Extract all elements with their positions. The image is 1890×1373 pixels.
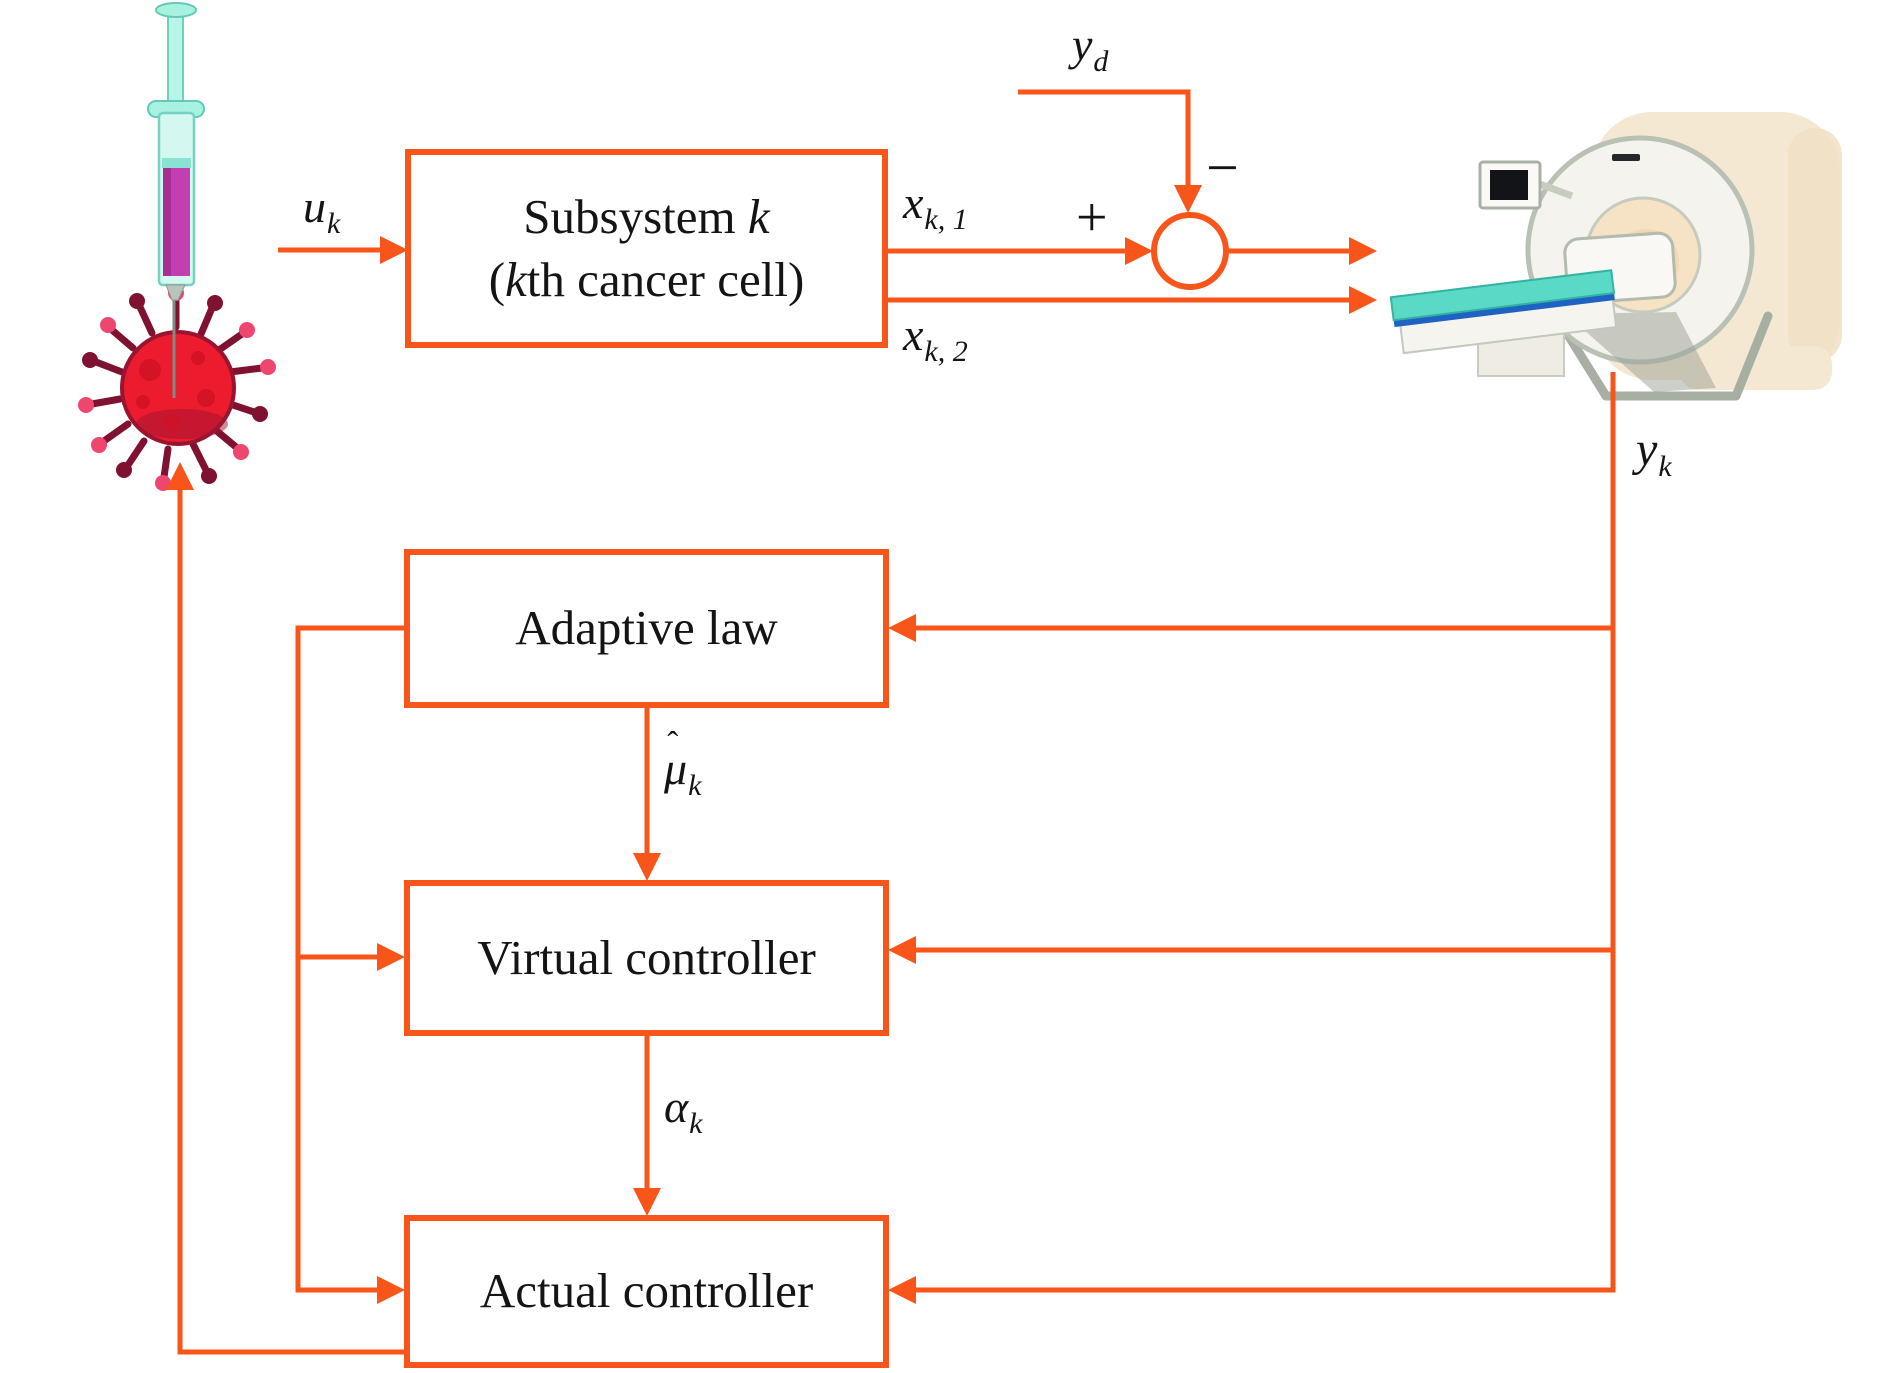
arrowheads	[166, 185, 1377, 1304]
syringe-plunger-cap	[155, 2, 197, 18]
syringe-plunger-rod	[167, 8, 184, 110]
bed-edge-stripe	[1393, 292, 1615, 328]
actual-controller-label: Actual controller	[479, 1263, 814, 1319]
monitor-arm	[1538, 180, 1574, 200]
wire-yd	[1018, 89, 1191, 189]
virus-body-shade	[136, 409, 228, 439]
scanner-body-shade	[1788, 128, 1842, 362]
monitor-screen	[1490, 170, 1528, 200]
virtual-controller-block: Virtual controller	[404, 880, 889, 1036]
wire-actuation-loop	[177, 486, 407, 1355]
cancer-cell-icon	[78, 285, 276, 491]
arrow-rail-into-actual	[377, 1276, 405, 1304]
signal-label-yd: yd	[1072, 19, 1109, 78]
mri-scanner-icon	[1389, 112, 1842, 401]
virtual-controller-label: Virtual controller	[477, 929, 816, 985]
signal-label-alpha-k: αk	[664, 1081, 703, 1140]
signal-label-xk2: xk, 2	[903, 309, 968, 368]
syringe-seal	[162, 158, 191, 168]
signal-label-yk: yk	[1636, 423, 1672, 483]
arrow-uk	[380, 236, 408, 264]
signal-wires	[177, 89, 1616, 1355]
scanner-stand	[1555, 311, 1773, 401]
arrow-yk-into-adaptive	[888, 614, 916, 642]
arrow-yk-into-actual	[888, 1276, 916, 1304]
hat-accent: ˆ	[667, 724, 679, 762]
arrow-alpha-into-actual	[633, 1188, 661, 1216]
arrow-xk2-to-scanner	[1349, 286, 1377, 314]
arrow-xk1-into-sum	[1125, 237, 1153, 265]
syringe-liquid-shade	[163, 168, 171, 276]
arrow-yd-into-sum	[1174, 185, 1202, 213]
adaptive-law-label: Adaptive law	[515, 600, 778, 656]
scanner-bore-shadow	[1566, 312, 1716, 392]
syringe-hub	[165, 284, 186, 301]
signal-label-uk: uk	[303, 181, 341, 240]
bed-mattress	[1389, 269, 1616, 322]
scanner-foot	[1680, 346, 1832, 390]
arrow-rail-into-virtual	[377, 943, 405, 971]
syringe-icon	[147, 2, 205, 398]
arrow-loop-into-cell	[166, 462, 194, 490]
patient-bed	[1389, 269, 1618, 355]
subsystem-block-label: Subsystem k (kth cancer cell)	[488, 188, 805, 307]
virus-blotches	[136, 351, 215, 430]
subsystem-block: Subsystem k (kth cancer cell)	[405, 149, 888, 348]
summing-junction	[1151, 212, 1229, 290]
adaptive-law-block: Adaptive law	[404, 549, 889, 708]
signal-label-xk1: xk, 1	[903, 177, 968, 236]
arrow-error-to-scanner	[1349, 237, 1377, 265]
scanner-top-marker	[1612, 154, 1640, 161]
actual-controller-block: Actual controller	[404, 1215, 889, 1368]
wire-yk-feedback-main	[912, 372, 1616, 1293]
arrow-yk-into-virtual	[888, 936, 916, 964]
sum-minus-sign: −	[1206, 135, 1239, 200]
sum-plus-sign: +	[1076, 187, 1108, 249]
arrow-mu-into-virtual	[633, 853, 661, 881]
